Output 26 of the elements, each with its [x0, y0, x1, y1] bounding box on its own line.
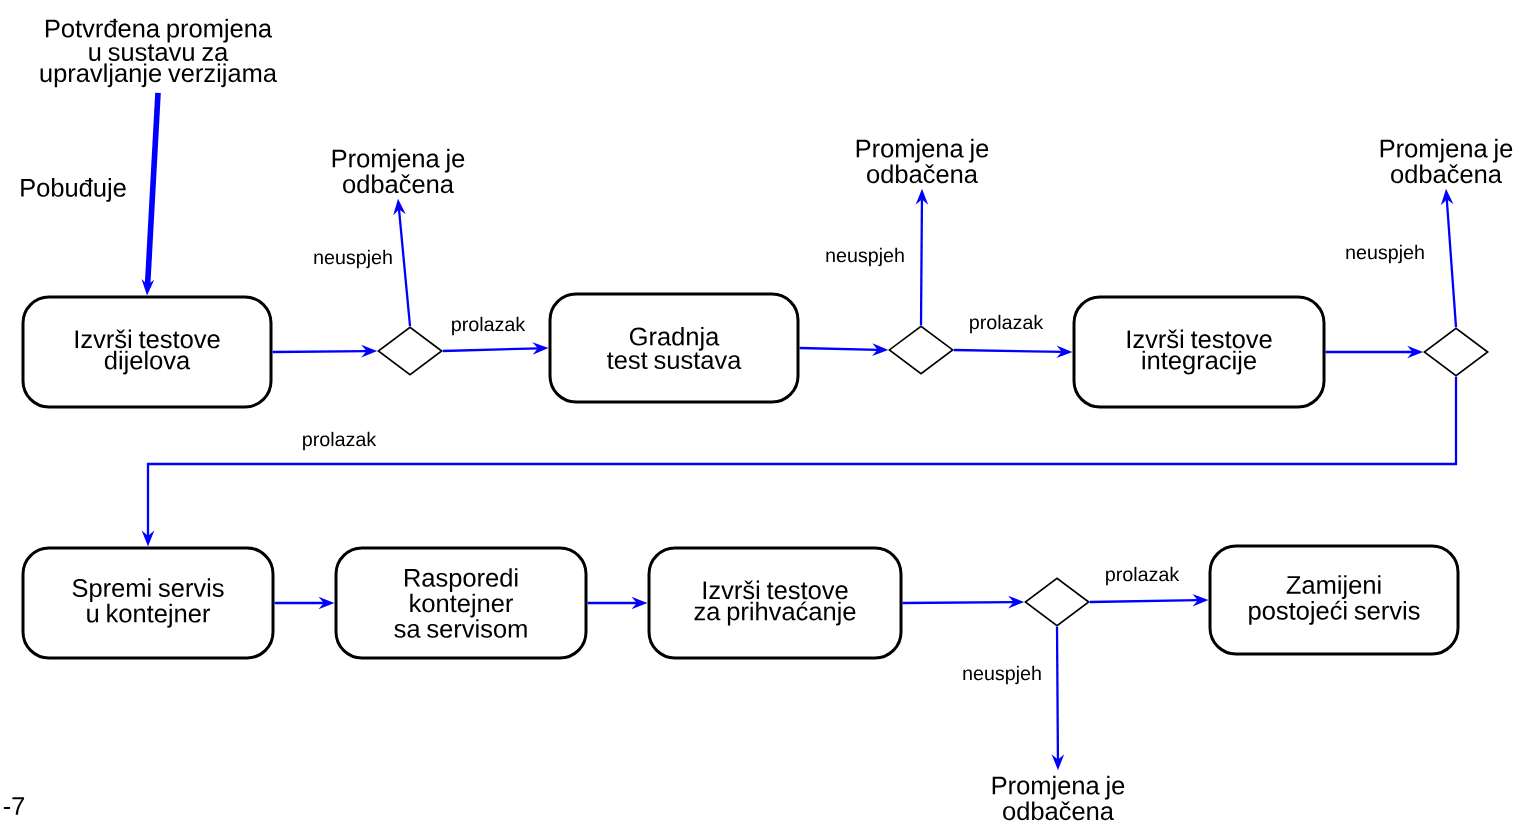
edge-label: prolazak: [300, 430, 378, 452]
activity-box: Zamijeni postojeći servis: [1208, 544, 1460, 656]
outcome-text: Promjena je odbačena: [856, 138, 989, 184]
edge-label: neuspjeh: [311, 248, 395, 270]
activity-box: Izvrši testove za prihvaćanje: [647, 546, 903, 660]
activity-box: Spremi servis u kontejner: [21, 546, 275, 660]
edge-label: prolazak: [449, 315, 527, 337]
decision-diamond: [1024, 577, 1090, 627]
decision-diamond: [888, 325, 954, 375]
edge-label: neuspjeh: [960, 664, 1044, 686]
figure-number: -7: [3, 797, 25, 815]
outcome-text: Promjena je odbačena: [992, 775, 1125, 821]
edge-label: prolazak: [967, 313, 1045, 335]
edge-label: neuspjeh: [1343, 243, 1427, 265]
activity-box: Izvrši testove dijelova: [21, 295, 273, 409]
edge-label: prolazak: [1103, 565, 1181, 587]
trigger-text: Potvrđena promjena u sustavu za upravljanje verzijama: [40, 18, 277, 88]
edge-label: neuspjeh: [823, 246, 907, 268]
edge-label: Pobuđuje: [17, 176, 129, 204]
activity-box: Izvrši testove integracije: [1072, 295, 1326, 409]
activity-box: Rasporedi kontejner sa servisom: [334, 546, 588, 660]
decision-diamond: [377, 326, 443, 376]
decision-diamond: [1423, 327, 1489, 377]
activity-box: Gradnja test sustava: [548, 292, 800, 404]
outcome-text: Promjena je odbačena: [332, 148, 465, 194]
outcome-text: Promjena je odbačena: [1380, 138, 1513, 184]
